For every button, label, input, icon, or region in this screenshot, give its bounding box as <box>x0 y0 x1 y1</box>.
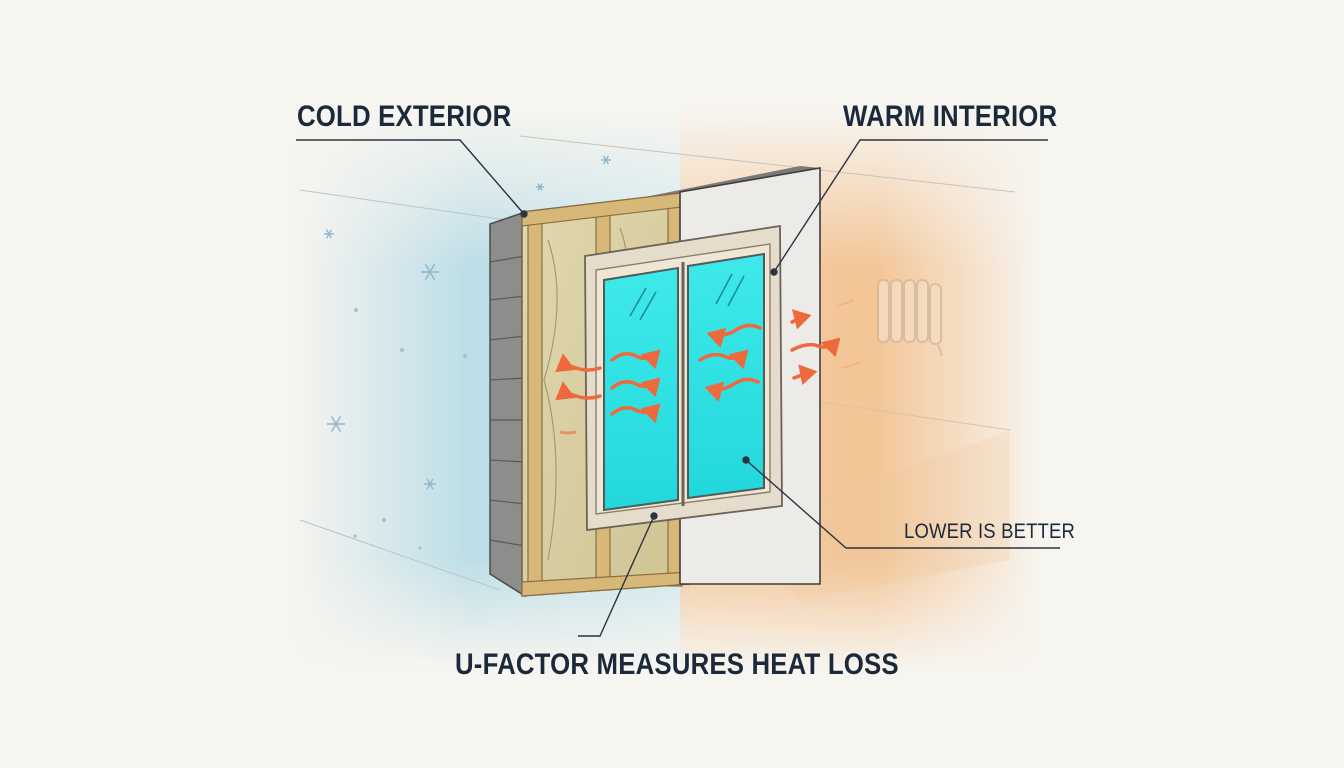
heat-trail <box>560 432 576 433</box>
exterior-siding <box>490 212 525 596</box>
lower-is-better-label: LOWER IS BETTER <box>904 520 1075 544</box>
cold-exterior-label: COLD EXTERIOR <box>297 100 511 134</box>
warm-interior-label: WARM INTERIOR <box>843 100 1057 134</box>
window-unit <box>585 226 782 530</box>
u-factor-caption: U-FACTOR MEASURES HEAT LOSS <box>455 648 899 682</box>
